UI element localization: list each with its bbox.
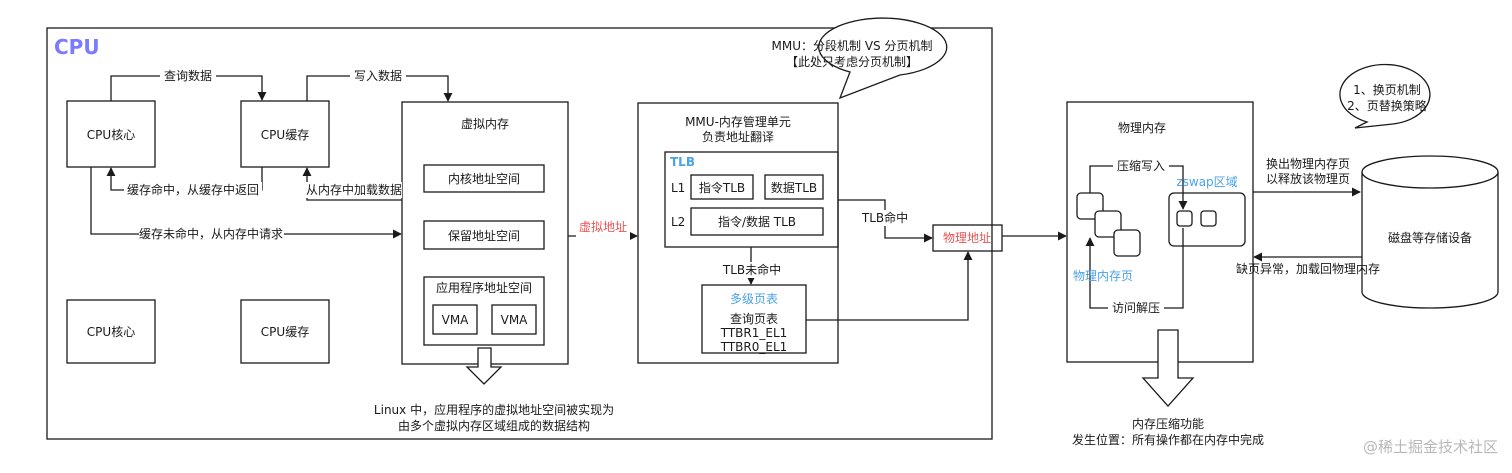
vm-note-line2: 由多个虚拟内存区域组成的数据结构: [398, 418, 590, 433]
vm-reserved-box: [423, 220, 545, 250]
zswap-page-1: [1176, 210, 1193, 227]
cpu-cache-box-2: [240, 299, 330, 364]
tlb-data-box: [764, 174, 824, 200]
tlb-l1-label: L1: [671, 181, 685, 195]
tlb-inst-label: 指令TLB: [699, 180, 745, 195]
tlb-data-label: 数据TLB: [771, 180, 817, 195]
vma-label-2: VMA: [501, 313, 529, 327]
physical-pages-label: 物理内存页: [1073, 269, 1133, 283]
cache-miss-label: 缓存未命中，从内存中请求: [139, 226, 283, 241]
arrow-load-from-mem: [302, 167, 402, 201]
tlb-l2-label: L2: [671, 215, 685, 229]
page-fault-label: 缺页异常，加载回物理内存: [1236, 261, 1380, 276]
arrow-page-table: [806, 251, 973, 321]
page-table-ttbr0: TTBR0_EL1: [720, 340, 788, 354]
zswap-box: [1168, 192, 1246, 247]
page-table-ttbr1: TTBR1_EL1: [720, 326, 788, 340]
phys-page-2: [1094, 210, 1122, 238]
arrow-cache-miss: [90, 167, 402, 239]
cpu-core-label-1: CPU核心: [87, 128, 135, 142]
virtual-address-label: 虚拟地址: [579, 220, 627, 234]
tlb-miss-label: TLB未命中: [722, 262, 781, 277]
zswap-label: zswap区域: [1176, 175, 1237, 189]
cpu-core-box-2: [66, 299, 156, 364]
physical-address-label: 物理地址: [943, 231, 991, 245]
compress-note-line2: 发生位置：所有操作都在内存中完成: [1072, 432, 1264, 447]
tlb-hit-label: TLB命中: [861, 210, 908, 225]
watermark: @稀土掘金技术社区: [1363, 438, 1498, 456]
vm-app-box: [423, 276, 545, 346]
vm-kernel-box: [423, 164, 545, 193]
phys-page-3: [1113, 229, 1141, 257]
cache-hit-label: 缓存命中，从缓存中返回: [127, 182, 259, 197]
mmu-title-line2: 负责地址翻译: [702, 130, 774, 144]
vm-down-arrow: [465, 347, 503, 385]
disk-label: 磁盘等存储设备: [1388, 230, 1472, 245]
disk-cylinder: [1361, 172, 1499, 309]
vma-label-1: VMA: [442, 313, 470, 327]
page-table-box: [701, 284, 807, 354]
cpu-title: CPU: [54, 35, 100, 59]
page-table-query: 查询页表: [730, 312, 778, 326]
swap-bubble-line2: 2、页替换策略: [1347, 98, 1427, 113]
cpu-cache-box-1: [240, 100, 330, 168]
vma-box-1: [432, 304, 478, 335]
physical-memory-title: 物理内存: [1118, 121, 1166, 135]
physical-address-box: [932, 224, 1003, 252]
cpu-container: [46, 27, 993, 440]
query-data-label: 查询数据: [164, 68, 212, 83]
tlb-title: TLB: [670, 155, 695, 169]
vm-kernel-label: 内核地址空间: [448, 172, 520, 186]
tlb-unified-label: 指令/数据 TLB: [718, 214, 796, 229]
tlb-inst-box: [690, 174, 754, 200]
vma-box-2: [491, 304, 537, 335]
cpu-cache-label-2: CPU缓存: [261, 325, 309, 339]
compress-write-label: 压缩写入: [1117, 158, 1165, 173]
vm-app-label: 应用程序地址空间: [436, 280, 532, 295]
tlb-unified-box: [690, 207, 824, 236]
swap-note-bubble: [1339, 63, 1431, 129]
swap-out-line1: 换出物理内存页: [1266, 157, 1350, 171]
disk-top: [1361, 155, 1499, 189]
swap-bubble-line1: 1、换页机制: [1353, 83, 1421, 97]
mmu-bubble-line2: 【此处只考虑分页机制】: [786, 55, 918, 69]
page-table-title: 多级页表: [730, 292, 778, 306]
mmu-title-line1: MMU-内存管理单元: [685, 114, 791, 129]
write-data-label: 写入数据: [354, 68, 402, 83]
swap-out-line2: 以释放该物理页: [1266, 171, 1350, 186]
decompress-label: 访问解压: [1112, 301, 1160, 315]
zswap-page-2: [1200, 210, 1217, 227]
mmu-note-bubble: [818, 17, 948, 100]
mmu-bubble-line1: MMU：分段机制 VS 分页机制: [772, 38, 933, 53]
load-from-mem-label: 从内存中加载数据: [306, 182, 402, 197]
vm-title: 虚拟内存: [461, 117, 509, 131]
vm-reserved-label: 保留地址空间: [448, 229, 520, 243]
compress-note-line1: 内存压缩功能: [1132, 416, 1204, 431]
vm-note-line1: Linux 中，应用程序的虚拟地址空间被实现为: [374, 402, 614, 417]
cpu-core-label-2: CPU核心: [87, 325, 135, 339]
cpu-cache-label-1: CPU缓存: [261, 128, 309, 142]
compress-down-arrow: [1141, 329, 1195, 407]
